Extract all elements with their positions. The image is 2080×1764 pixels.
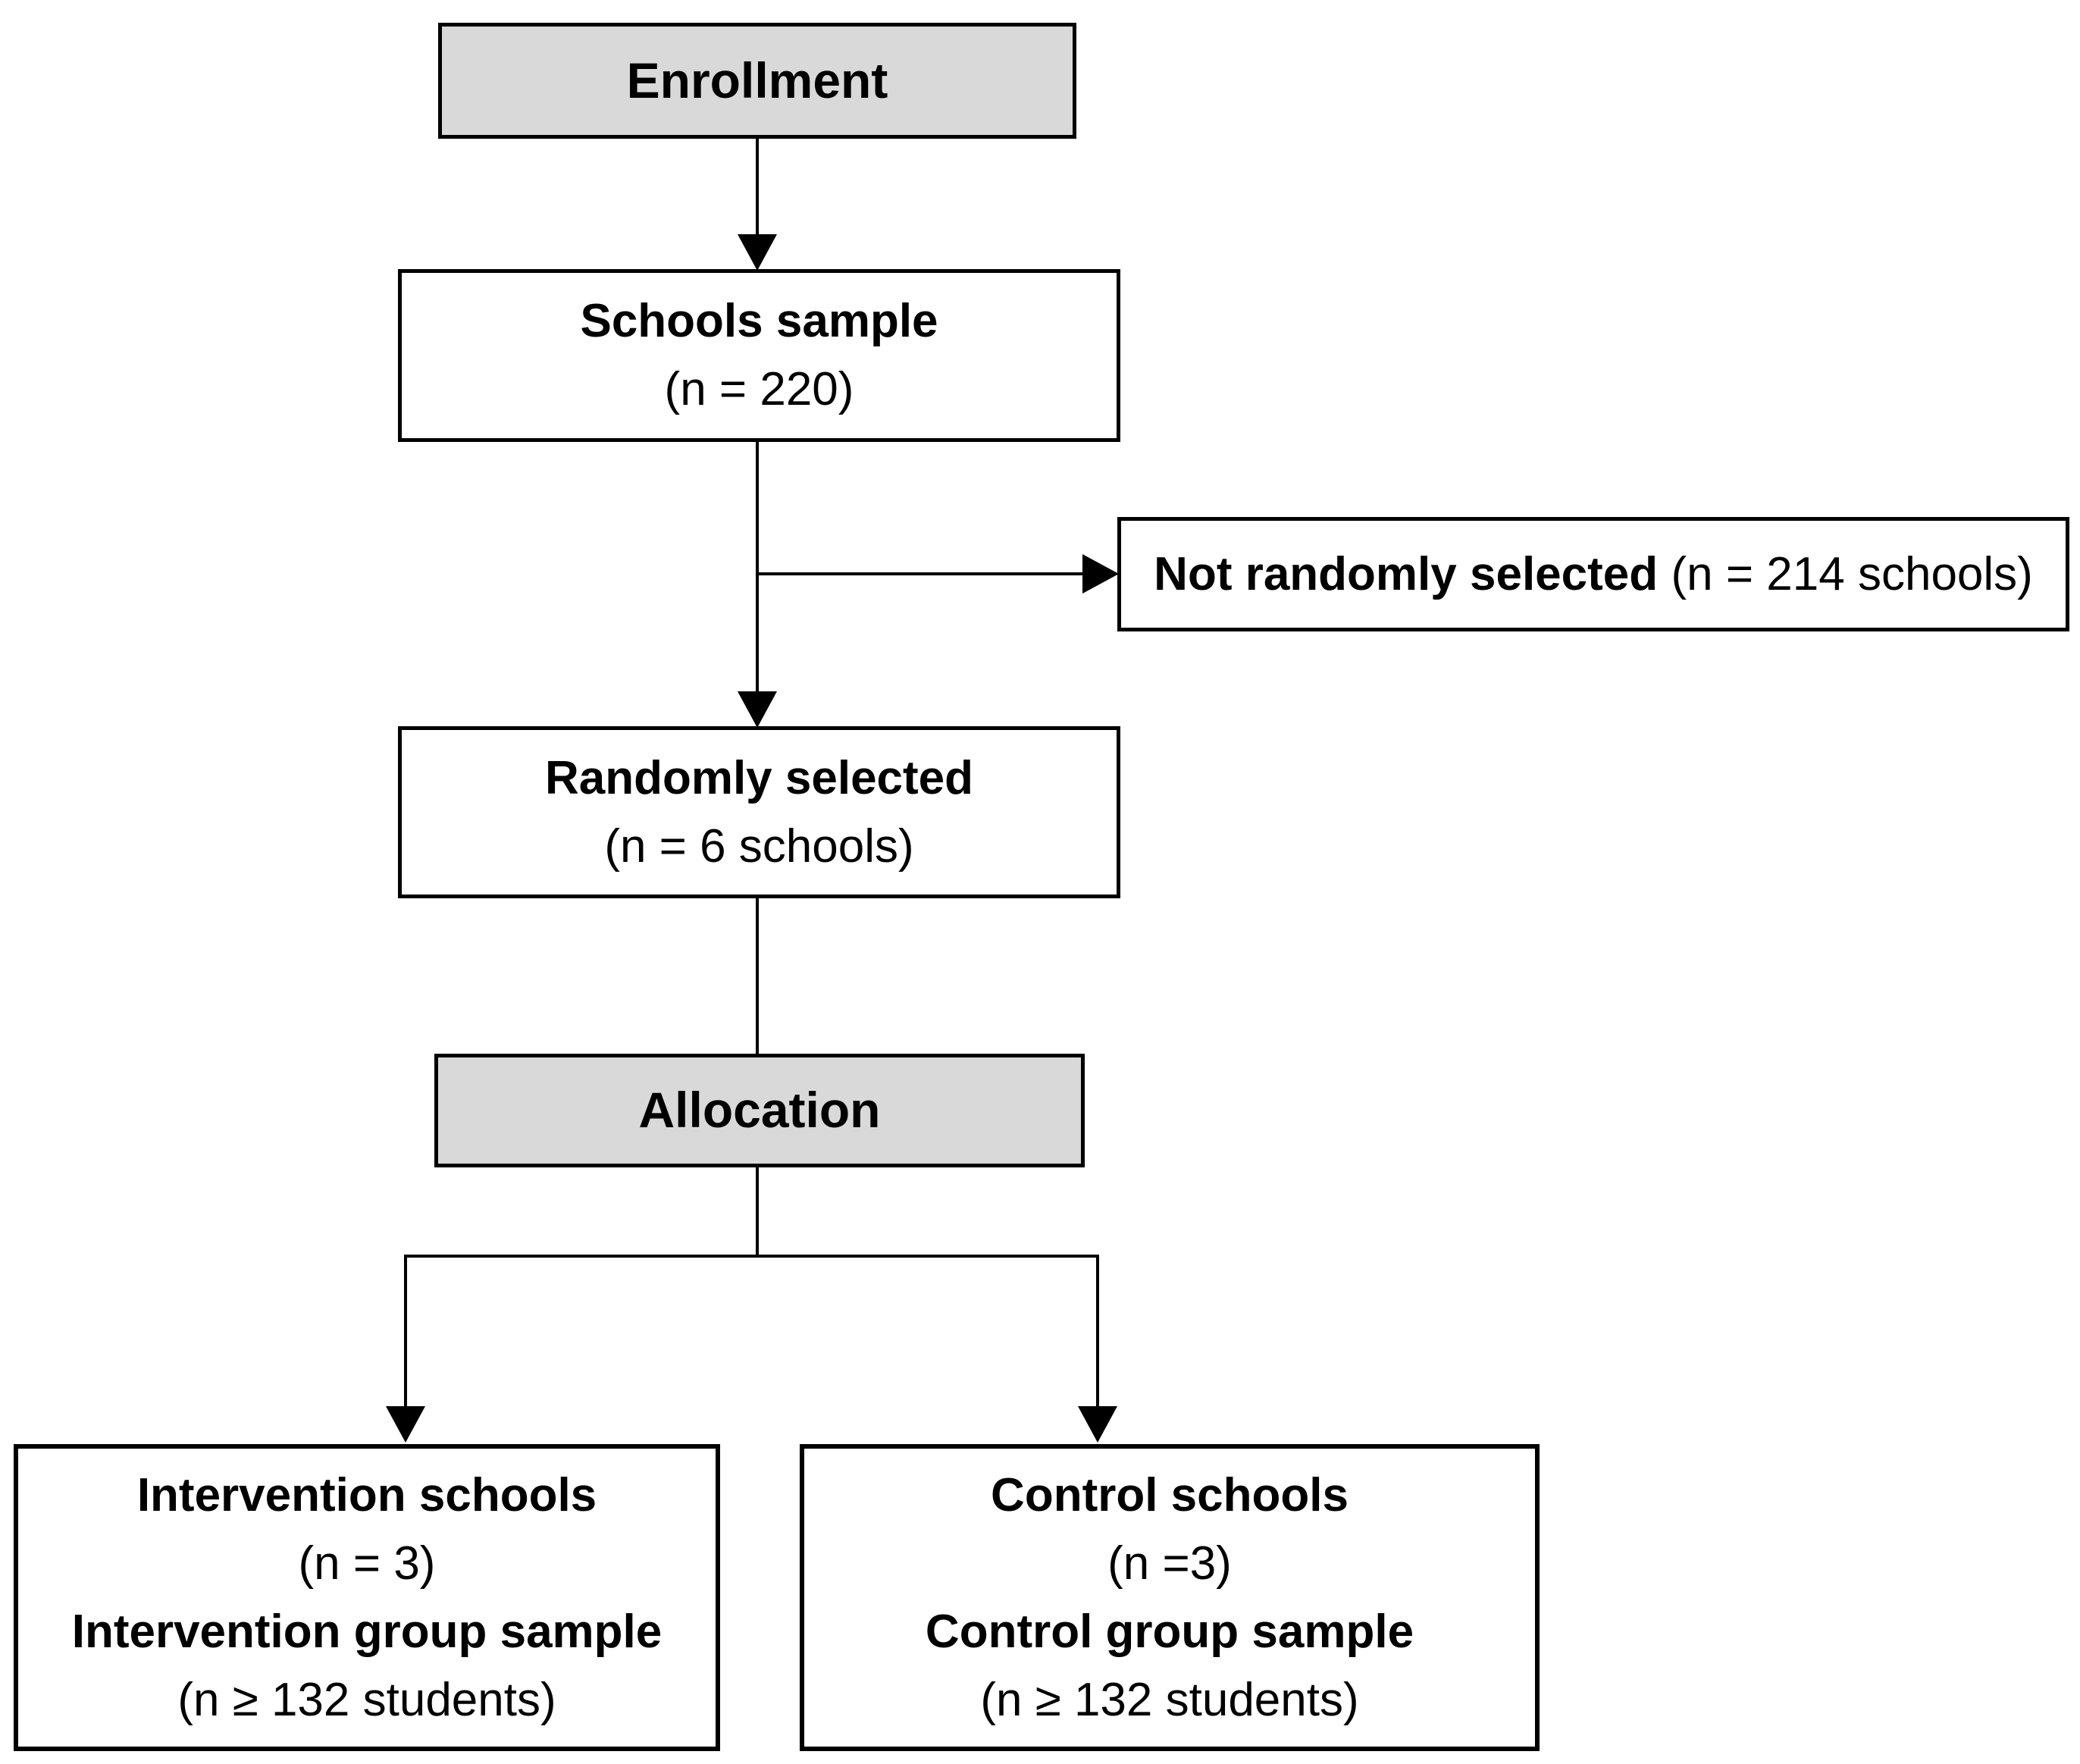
box-schools-sample: Schools sample (n = 220) [398, 269, 1120, 442]
box-not-randomly-selected: Not randomly selected(n = 214 schools) [1117, 517, 2069, 631]
arrowhead-down-icon [1078, 1406, 1117, 1443]
schools-sample-title: Schools sample [580, 295, 938, 347]
stage-box-enrollment: Enrollment [438, 23, 1076, 139]
control-schools-count: (n =3) [1107, 1537, 1232, 1590]
control-schools-title: Control schools [991, 1468, 1349, 1521]
intervention-schools-title: Intervention schools [136, 1468, 597, 1521]
schools-sample-count: (n = 220) [664, 363, 854, 415]
connector-schools-to-randomly-line [756, 442, 759, 694]
not-randomly-selected-title: Not randomly selected [1154, 547, 1659, 600]
arrowhead-down-icon [386, 1406, 425, 1443]
control-sample-count: (n ≥ 132 students) [980, 1673, 1359, 1726]
split-right-line [1096, 1255, 1099, 1408]
stage-box-allocation: Allocation [434, 1054, 1085, 1167]
intervention-sample-count: (n ≥ 132 students) [177, 1673, 556, 1726]
stage-label-allocation: Allocation [638, 1082, 881, 1139]
intervention-schools-count: (n = 3) [298, 1537, 436, 1590]
box-intervention: Intervention schools (n = 3) Interventio… [14, 1444, 720, 1751]
randomly-selected-title: Randomly selected [544, 751, 974, 804]
connector-allocation-to-split-line [756, 1167, 759, 1258]
intervention-sample-title: Intervention group sample [71, 1605, 663, 1658]
box-control: Control schools (n =3) Control group sam… [800, 1444, 1540, 1751]
split-left-line [404, 1255, 407, 1408]
box-randomly-selected: Randomly selected (n = 6 schools) [398, 726, 1120, 898]
arrowhead-down-icon [738, 691, 777, 728]
control-sample-title: Control group sample [925, 1605, 1414, 1658]
stage-label-enrollment: Enrollment [626, 52, 888, 108]
arrowhead-right-icon [1082, 554, 1119, 594]
not-randomly-selected-text: Not randomly selected(n = 214 schools) [1154, 540, 2033, 609]
branch-to-not-selected-line [757, 572, 1084, 575]
not-randomly-selected-count: (n = 214 schools) [1671, 547, 2033, 600]
connector-randomly-to-allocation-line [756, 898, 759, 1054]
connector-enrollment-to-schools-line [756, 139, 759, 237]
randomly-selected-count: (n = 6 schools) [604, 819, 914, 873]
split-horizontal-line [404, 1255, 1099, 1258]
arrowhead-down-icon [738, 234, 777, 271]
